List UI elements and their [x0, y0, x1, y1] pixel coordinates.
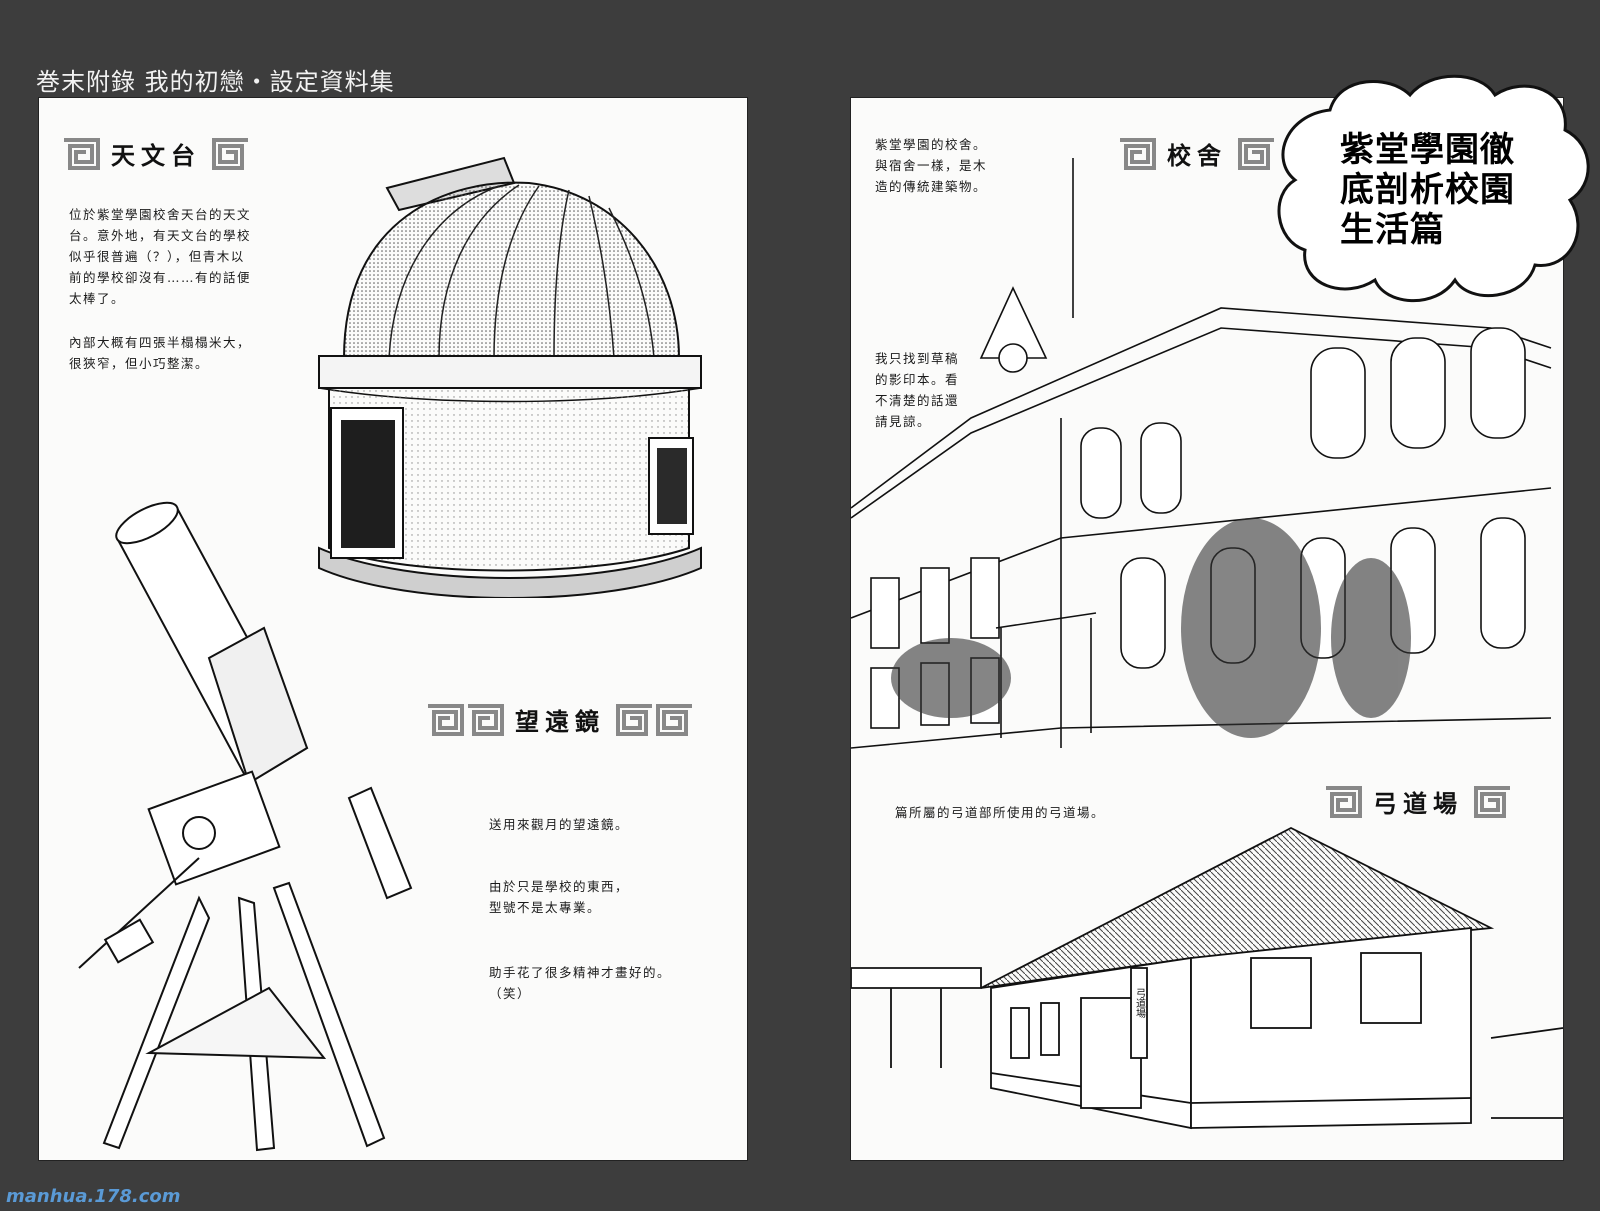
meander-ornament-icon: [1474, 785, 1510, 818]
observatory-title: 天文台: [111, 141, 201, 170]
archery-hall-title: 弓道場: [1373, 789, 1463, 818]
school-caption-1: 紫堂學園的校舍。 與宿舍一樣，是木 造的傳統建築物。: [875, 137, 988, 194]
school-building-title: 校舍: [1167, 141, 1227, 170]
telescope-title: 望遠鏡: [515, 707, 605, 736]
observatory-illustration: [318, 156, 702, 598]
telescope-caption-1: 送用來觀月的望遠鏡。: [489, 817, 630, 832]
meander-ornament-icon: [1326, 785, 1362, 818]
meander-ornament-icon: [616, 703, 692, 736]
telescope-caption-2: 由於只是學校的東西， 型號不是太專業。: [489, 879, 630, 915]
telescope-caption-3: 助手花了很多精神才畫好的。 （笑）: [489, 965, 672, 1001]
archery-sign-text: 弓道場: [1134, 988, 1146, 1019]
cloud-title: 紫堂學園徹 底剖析校園 生活篇: [1340, 130, 1515, 250]
cloud-speech-bubble: [1277, 74, 1590, 303]
telescope-header: 望遠鏡: [425, 702, 695, 737]
meander-ornament-icon: [428, 703, 504, 736]
observatory-caption-1: 位於紫堂學園校舍天台的天文 台。意外地，有天文台的學校 似乎很普遍（？），但青木…: [69, 207, 252, 306]
archery-hall-illustration: 弓道場: [851, 826, 1563, 1130]
left-page: 天文台 位於紫堂學園校舍天台的天文 台。意外地，有天文台的學校 似乎很普遍（？）…: [38, 97, 748, 1161]
telescope-illustration: [78, 501, 413, 1152]
header-title: 巻末附錄 我的初戀・設定資料集: [36, 68, 395, 96]
observatory-header: 天文台: [61, 136, 251, 171]
meander-ornament-icon: [64, 137, 100, 170]
meander-ornament-icon: [1238, 137, 1274, 170]
meander-ornament-icon: [1120, 137, 1156, 170]
archery-caption: 篇所屬的弓道部所使用的弓道場。: [895, 805, 1106, 820]
meander-ornament-icon: [212, 137, 248, 170]
right-page: 紫堂學園的校舍。 與宿舍一樣，是木 造的傳統建築物。 校舍 我只找到草稿 的影印…: [850, 97, 1564, 1161]
watermark-logo: manhua.178.com: [6, 1186, 181, 1207]
archery-hall-header: 弓道場: [1323, 784, 1513, 819]
observatory-caption-2: 內部大概有四張半榻榻米大， 很狹窄，但小巧整潔。: [69, 335, 252, 371]
school-building-header: 校舍: [1117, 136, 1277, 171]
school-building-illustration: [851, 158, 1552, 749]
school-caption-2: 我只找到草稿 的影印本。看 不清楚的話還 請見諒。: [875, 351, 960, 429]
